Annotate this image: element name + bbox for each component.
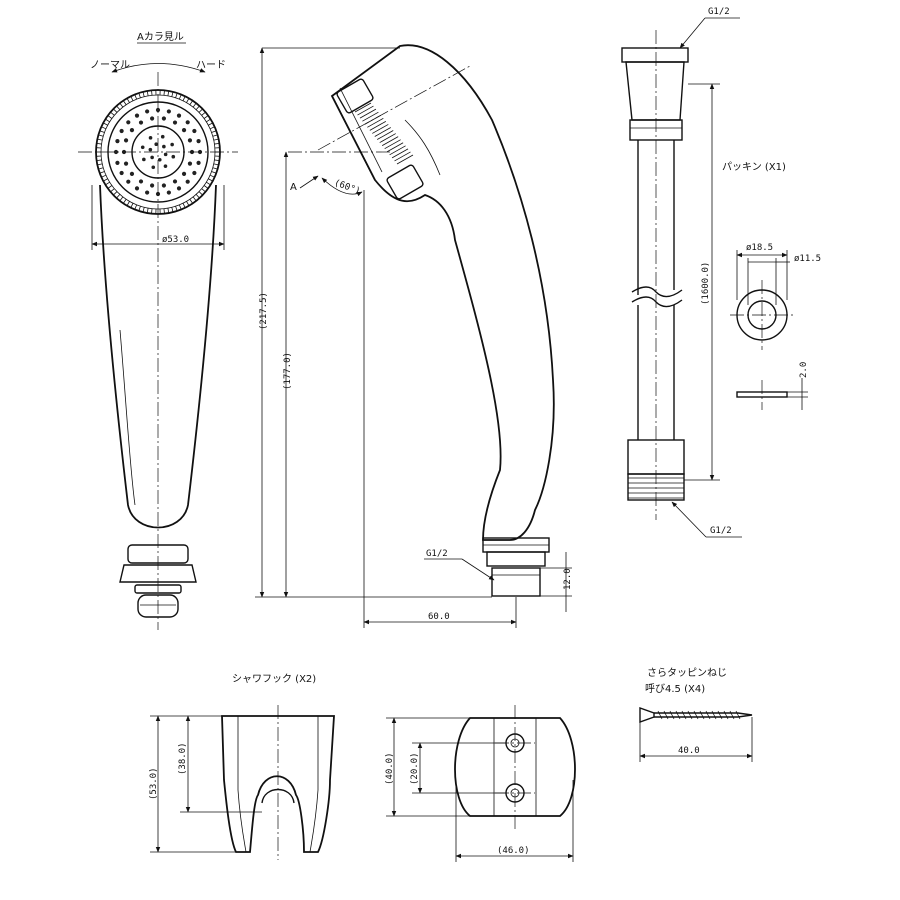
view-a-arrow-label: A — [290, 182, 297, 193]
head-thread-spec: G1/2 — [426, 549, 448, 559]
screw-title-line2: 呼び4.5 (X4) — [645, 683, 705, 695]
dim-hook-height-53: (53.0) — [149, 767, 159, 800]
dim-packing-thickness: 2.0 — [799, 362, 809, 378]
hose-top-fitting — [621, 47, 689, 63]
dim-width-60: 60.0 — [428, 612, 450, 622]
dim-hook-height-40: (40.0) — [385, 752, 395, 785]
screw-thread — [657, 710, 741, 720]
dim-screw-length: 40.0 — [678, 746, 700, 756]
handle-outline — [99, 184, 217, 529]
dim-hook-width-46: (46.0) — [497, 846, 530, 856]
dim-thread-12: 12.0 — [563, 568, 573, 590]
packing-view: パッキン (X1) ø18.5 ø11.5 2.0 — [722, 161, 821, 410]
side-thread — [491, 567, 541, 597]
hook-front-outline — [221, 715, 335, 853]
hose-view: G1/2 G1/2 (1600.0) — [621, 7, 742, 538]
dim-total-length: (217.5) — [259, 292, 269, 330]
hook-title: シャワフック (X2) — [232, 673, 316, 685]
dim-packing-outer: ø18.5 — [746, 243, 773, 253]
packing-title: パッキン (X1) — [722, 161, 786, 173]
hose-body-upper — [637, 140, 675, 295]
hose-bottom-thread-spec: G1/2 — [710, 526, 732, 536]
screw-title-line1: さらタッピンねじ — [647, 667, 727, 679]
screw-view: さらタッピンねじ 呼び4.5 (X4) 40.0 — [639, 667, 753, 762]
dim-hook-height-38: (38.0) — [178, 742, 188, 775]
screw-shank — [654, 712, 753, 718]
dim-177-length: (177.0) — [283, 352, 293, 390]
dim-hose-length: (1600.0) — [701, 262, 711, 305]
front-view-shower-head: Aカラ見ル ノーマル ハード ø53.0 — [78, 31, 238, 630]
screw-head — [639, 707, 655, 723]
side-view-shower-head: A (60°) (217.5) (177.0) 60.0 12.0 G1/2 — [255, 44, 573, 628]
hose-body-lower — [637, 305, 675, 440]
head-serrations — [354, 102, 414, 165]
dim-angle: (60°) — [333, 178, 362, 197]
head-slot-bottom — [386, 164, 424, 200]
hard-label: ハード — [196, 60, 226, 71]
dim-packing-inner: ø11.5 — [794, 254, 821, 264]
hose-top-thread-spec: G1/2 — [708, 7, 730, 17]
view-a-label: Aカラ見ル — [137, 31, 184, 43]
shower-hook-view: シャワフック (X2) (53.0) (38.0) (40.0) (20.0) — [149, 673, 576, 862]
normal-label: ノーマル — [90, 60, 130, 71]
dim-head-diameter: ø53.0 — [162, 235, 189, 245]
head-slot-top — [336, 78, 374, 114]
dim-hook-height-20: (20.0) — [410, 752, 420, 785]
hook-back-outline — [454, 717, 576, 817]
nozzle-holes — [96, 90, 220, 214]
